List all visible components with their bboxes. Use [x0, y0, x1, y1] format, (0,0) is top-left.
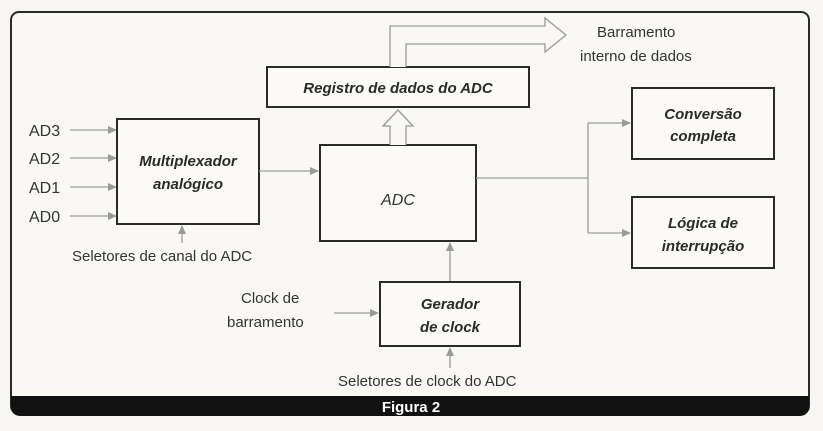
- input-ad1: AD1: [29, 180, 60, 197]
- conversion-complete-line2: completa: [670, 128, 736, 145]
- register-to-bus-arrow: [389, 16, 568, 67]
- bus-label-line2: interno de dados: [580, 48, 692, 65]
- caption-bar: [11, 396, 809, 416]
- clock-generator-line1: Gerador: [421, 296, 481, 313]
- figure-caption: Figura 2: [382, 399, 440, 416]
- bus-clock-label-line2: barramento: [227, 314, 304, 331]
- multiplexer-label-line2: analógico: [153, 176, 223, 193]
- clock-generator-block: [379, 281, 521, 347]
- interrupt-logic-block: [631, 196, 775, 269]
- clock-generator-line2: de clock: [420, 319, 481, 336]
- adc-label: ADC: [380, 192, 415, 209]
- input-ad2: AD2: [29, 151, 60, 168]
- multiplexer-block: [116, 118, 260, 225]
- conversion-complete-line1: Conversão: [664, 106, 742, 123]
- multiplexer-label-line1: Multiplexador: [139, 153, 238, 170]
- interrupt-logic-line1: Lógica de: [668, 215, 738, 232]
- input-ad0: AD0: [29, 209, 60, 226]
- adc-block: [319, 144, 477, 242]
- channel-selectors-label: Seletores de canal do ADC: [72, 248, 252, 265]
- interrupt-logic-line2: interrupção: [662, 238, 745, 255]
- data-register-label: Registro de dados do ADC: [303, 80, 494, 97]
- input-arrows: [70, 126, 117, 220]
- adc-output-arrows: [476, 119, 631, 237]
- clock-selectors-label: Seletores de clock do ADC: [338, 373, 517, 390]
- adc-to-register-arrow: [381, 109, 415, 145]
- bus-clock-label-line1: Clock de: [241, 290, 299, 307]
- conversion-complete-block: [631, 87, 775, 160]
- bus-label-line1: Barramento: [597, 24, 675, 41]
- input-ad3: AD3: [29, 123, 60, 140]
